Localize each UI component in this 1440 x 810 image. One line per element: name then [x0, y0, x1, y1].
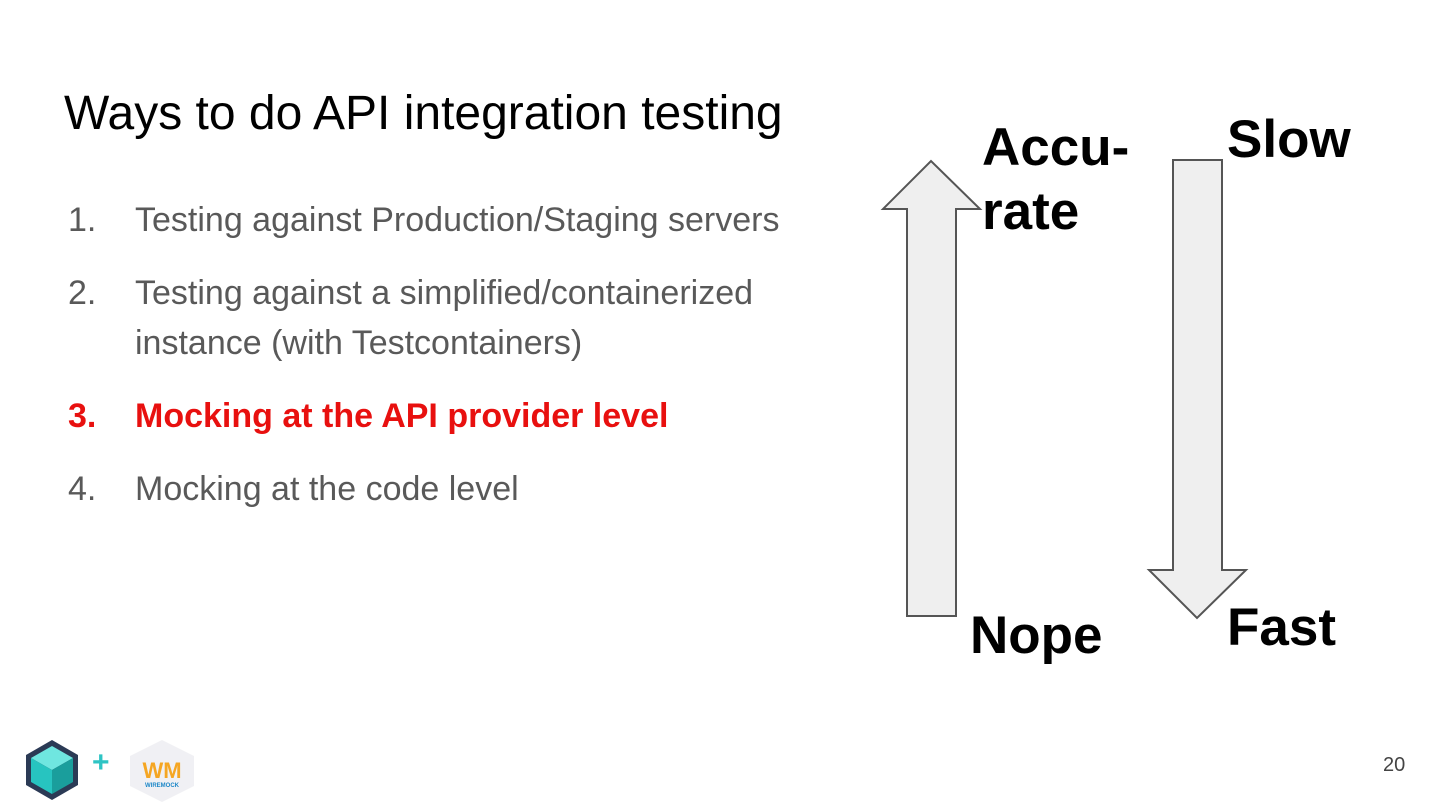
list-item-number: 2.: [68, 274, 97, 312]
up-arrow-icon: [880, 159, 983, 617]
slow-label: Slow: [1227, 110, 1351, 169]
list-item-number: 1.: [68, 201, 97, 239]
list-item-highlighted: 3. Mocking at the API provider level: [68, 391, 848, 441]
list-item-text: Testing against a simplified/containeriz…: [135, 274, 754, 362]
numbered-list: 1. Testing against Production/Staging se…: [68, 195, 848, 537]
list-item: 1. Testing against Production/Staging se…: [68, 195, 848, 245]
page-number: 20: [1383, 754, 1406, 776]
wiremock-word: WIREMOCK: [145, 783, 180, 789]
slide-title: Ways to do API integration testing: [64, 87, 783, 140]
testcontainers-cube-icon: [26, 740, 78, 800]
wiremock-logo: WM WIREMOCK: [130, 740, 194, 802]
accurate-label-line: Accu- rate: [982, 118, 1130, 241]
list-item: 2. Testing against a simplified/containe…: [68, 268, 848, 368]
nope-label: Nope: [970, 606, 1103, 665]
footer-logos: + WM WIREMOCK: [22, 738, 222, 804]
plus-sign: +: [92, 746, 110, 779]
fast-label: Fast: [1227, 598, 1336, 657]
list-item-number: 3.: [68, 397, 97, 435]
down-arrow-icon: [1146, 159, 1249, 620]
list-item-text: Testing against Production/Staging serve…: [135, 201, 780, 239]
accurate-label: Accu- rate: [982, 116, 1129, 244]
list-item: 4. Mocking at the code level: [68, 464, 848, 514]
wiremock-letters: WM: [142, 758, 181, 783]
list-item-text: Mocking at the API provider level: [135, 397, 669, 435]
list-item-text: Mocking at the code level: [135, 470, 519, 508]
list-item-number: 4.: [68, 470, 97, 508]
